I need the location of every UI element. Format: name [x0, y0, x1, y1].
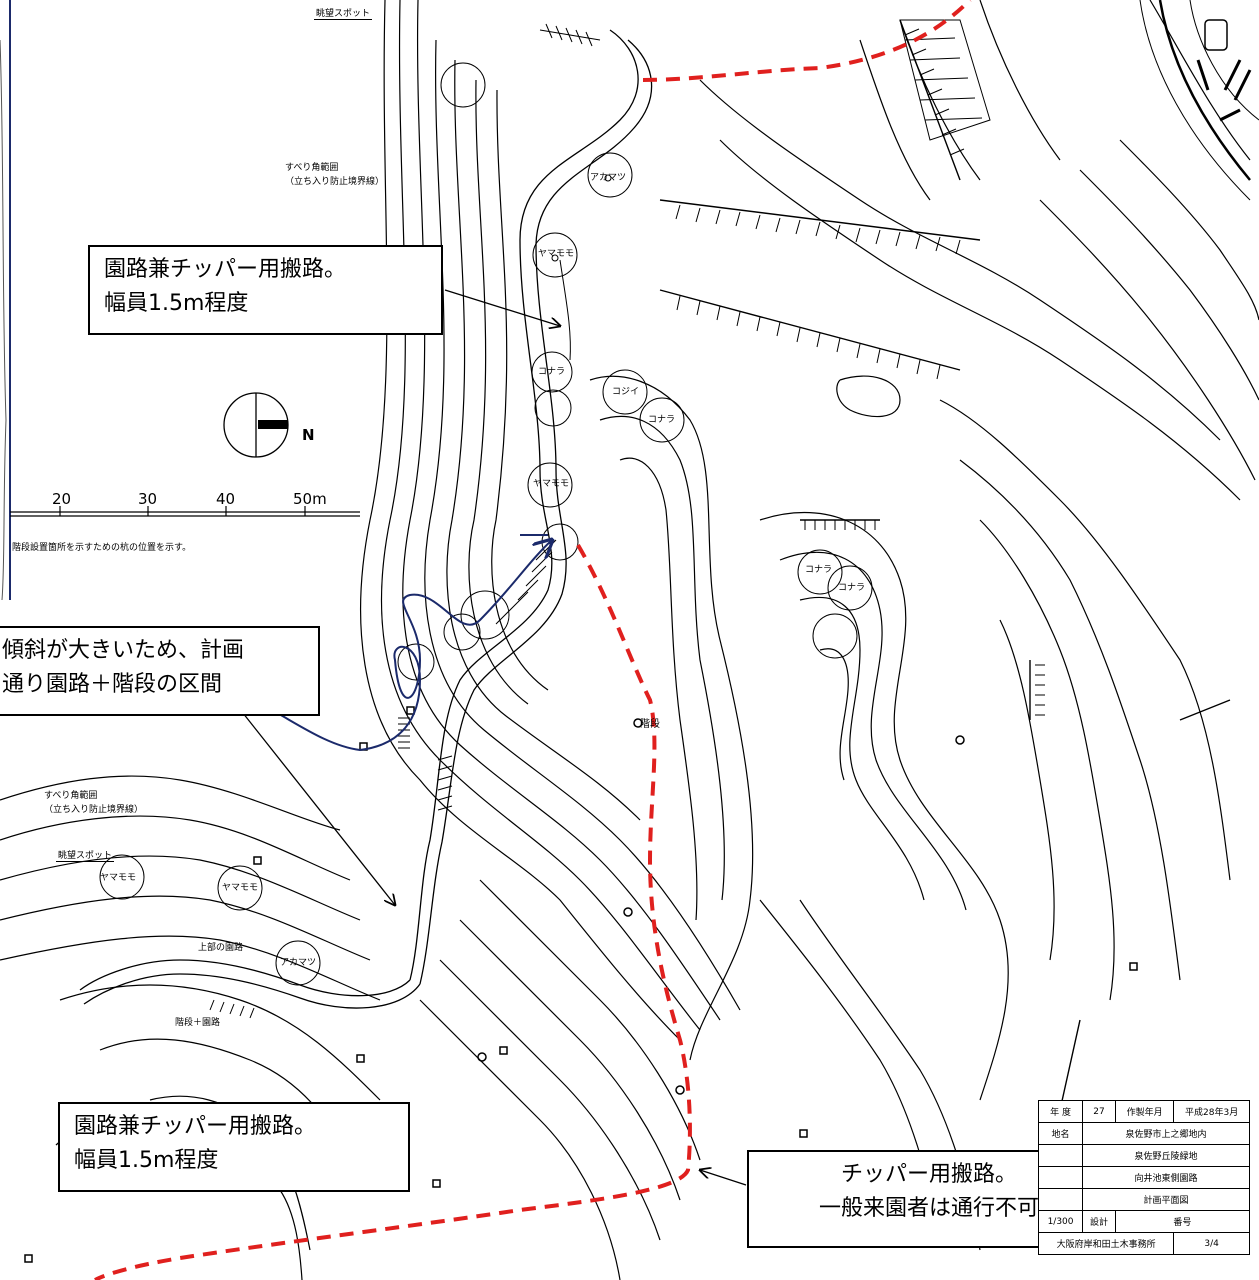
viewpoint-label-bottom: 眺望スポット [56, 848, 115, 862]
tree-symbols [99, 62, 873, 986]
tb-sheet-number: 3/4 [1173, 1232, 1250, 1255]
inset-frame [0, 0, 11, 601]
stairs-label-a: 階段 [640, 719, 660, 730]
slide-range-label-top: すべり角範囲 [285, 163, 339, 173]
survey-markers [24, 706, 1138, 1263]
tb-made-label: 作製年月 [1114, 1100, 1175, 1123]
callout-right-line2: 一般来園者は通行不可 [818, 1196, 1039, 1221]
title-block: 年 度 27 作製年月 平成28年3月 地名 泉佐野市上之郷地内 泉佐野丘陵緑地… [1037, 1100, 1251, 1255]
tree-label: ヤマモモ [100, 873, 137, 883]
tb-cell [1037, 1188, 1084, 1211]
tree-label: ヤマモモ [533, 479, 570, 489]
slide-boundary-label-top: （立ち入り防止境界線） [285, 177, 385, 187]
hatch-ticks [675, 28, 1045, 716]
scale-tick-30: 30 [138, 490, 158, 508]
tree-label: アカマツ [590, 173, 627, 183]
tree-label: コナラ [538, 367, 566, 377]
callout-top-line2: 幅員1.5m程度 [104, 291, 249, 316]
scale-tick-40: 40 [216, 490, 236, 508]
tb-scale: 1/300 [1037, 1210, 1084, 1233]
callout-right-line1: チッパー用搬路。 [840, 1162, 1017, 1187]
north-label: N [302, 426, 315, 444]
tb-location-value: 泉佐野市上之郷地内 [1082, 1122, 1250, 1145]
tree-label: コジイ [612, 387, 640, 397]
scale-bar [10, 506, 360, 517]
tb-year-value: 27 [1082, 1100, 1116, 1123]
stone-wall [899, 19, 991, 141]
tb-cell [1037, 1144, 1084, 1167]
tb-number-label: 番号 [1114, 1210, 1251, 1233]
callout-top-line1: 園路兼チッパー用搬路。 [104, 257, 347, 282]
callout-bottom-line1: 園路兼チッパー用搬路。 [74, 1114, 317, 1139]
tb-made-value: 平成28年3月 [1173, 1100, 1250, 1123]
slide-range-label-bottom: すべり角範囲 [44, 791, 98, 801]
stairs [209, 23, 601, 1019]
tb-year-label: 年 度 [1037, 1100, 1084, 1123]
tree-label: ヤマモモ [538, 249, 575, 259]
callout-park-path-bottom: 園路兼チッパー用搬路。 幅員1.5m程度 [58, 1102, 410, 1192]
north-arrow [223, 392, 289, 458]
park-path [79, 29, 653, 1009]
tree-label: アカマツ [280, 958, 317, 968]
callout-steep-section: 傾斜が大きいため、計画 通り園路＋階段の区間 [0, 626, 320, 716]
scale-tick-20: 20 [52, 490, 72, 508]
viewpoint-label-top: 眺望スポット [314, 6, 373, 20]
slope-hatching [659, 19, 1231, 1111]
tree-label: コナラ [648, 415, 676, 425]
tb-cell [1037, 1166, 1084, 1189]
tree-label: ヤマモモ [222, 883, 259, 893]
callout-middle-line1: 傾斜が大きいため、計画 [2, 638, 245, 663]
red-route-chipper [94, 0, 972, 1280]
tree-label: コナラ [838, 583, 866, 593]
tb-office: 大阪府岸和田土木事務所 [1037, 1232, 1175, 1255]
stairs-label-b: 階段＋園路 [175, 1018, 221, 1028]
tb-location-label: 地名 [1037, 1122, 1084, 1145]
scale-tick-50m: 50m [293, 490, 327, 508]
tb-park-name: 泉佐野丘陵緑地 [1082, 1144, 1250, 1167]
tb-drawing-name: 計画平面図 [1082, 1188, 1250, 1211]
tb-route-name: 向井池東側園路 [1082, 1166, 1250, 1189]
callout-middle-line2: 通り園路＋階段の区間 [2, 672, 223, 697]
callout-bottom-line2: 幅員1.5m程度 [74, 1148, 219, 1173]
arena-structure [1139, 0, 1259, 201]
upper-path-label: 上部の園路 [198, 943, 244, 953]
tb-design-label: 設計 [1082, 1210, 1116, 1233]
callout-park-path-top: 園路兼チッパー用搬路。 幅員1.5m程度 [88, 245, 443, 335]
slide-boundary-label-bottom: （立ち入り防止境界線） [44, 805, 144, 815]
marker-note: 階段設置箇所を示すための杭の位置を示す。 [12, 543, 192, 553]
tree-label: コナラ [805, 565, 833, 575]
